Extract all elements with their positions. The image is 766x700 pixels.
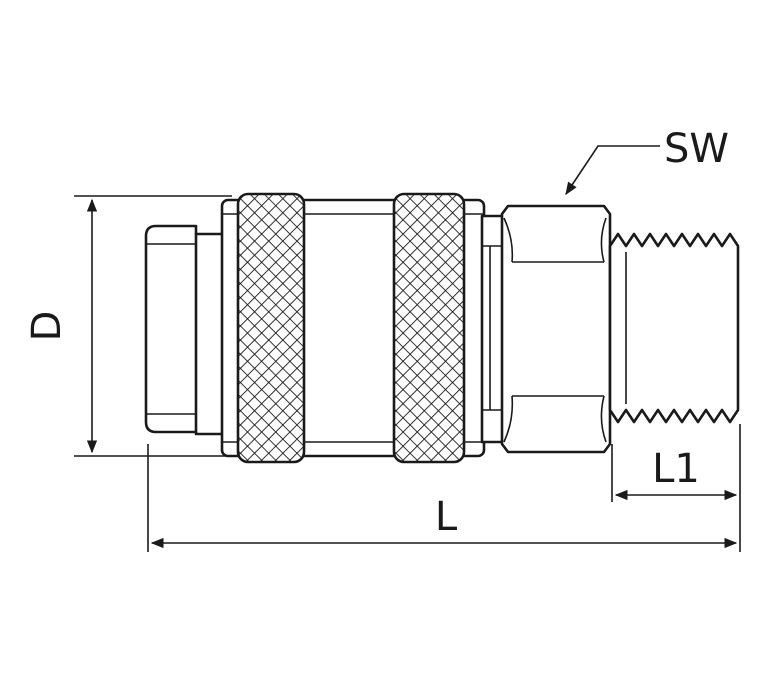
threaded-end xyxy=(608,232,740,424)
label-sw: SW xyxy=(664,126,729,172)
coupling-body xyxy=(144,192,740,464)
label-l1: L1 xyxy=(652,446,700,492)
hex-arc xyxy=(503,395,607,443)
knurled-grip-2 xyxy=(392,192,466,464)
label-l: L xyxy=(435,494,458,540)
dimension-labels: D SW L L1 xyxy=(24,126,729,540)
label-d: D xyxy=(24,311,70,342)
dimension-lines xyxy=(74,145,741,552)
sw-leader-line xyxy=(565,145,660,196)
knurled-grip-1 xyxy=(236,192,306,464)
front-plug xyxy=(144,224,226,436)
hex-nut xyxy=(500,204,612,454)
hex-arc xyxy=(503,217,607,263)
